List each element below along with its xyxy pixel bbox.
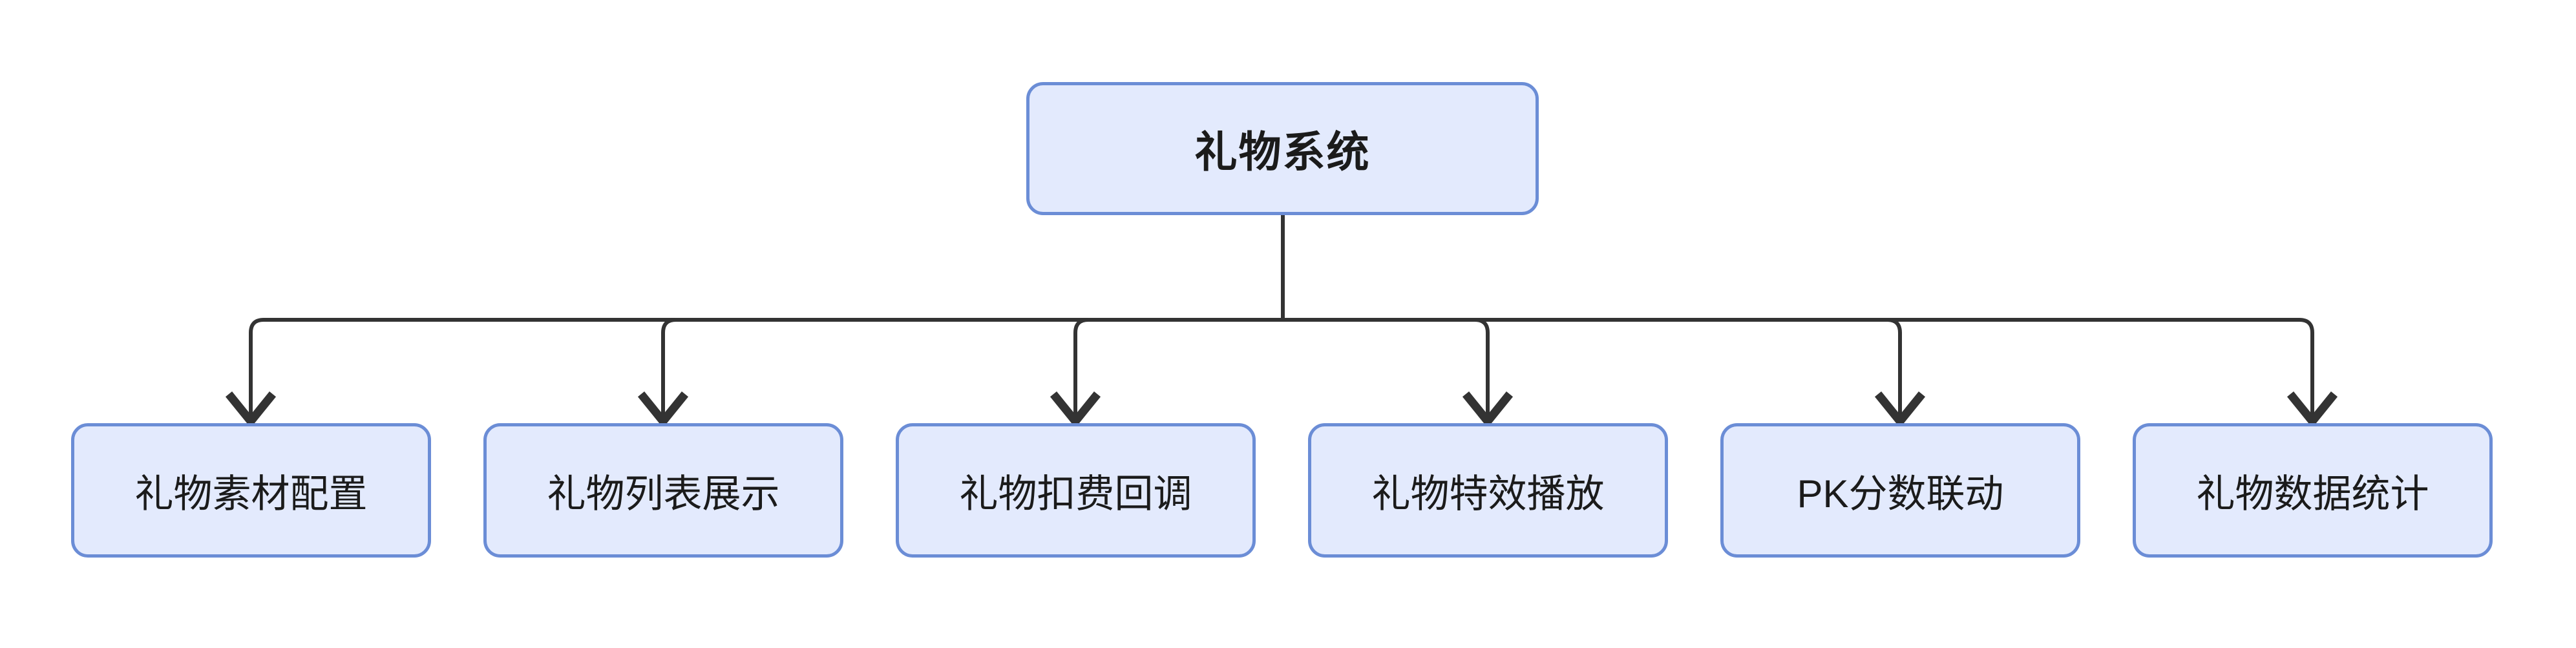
connector-edge-0 bbox=[249, 318, 1283, 421]
node-child-label: 礼物特效播放 bbox=[1371, 472, 1605, 516]
node-child-label: 礼物扣费回调 bbox=[959, 472, 1192, 516]
arrowhead-2 bbox=[1050, 391, 1101, 428]
connector-edge-1 bbox=[661, 318, 1283, 421]
connector-edge-2 bbox=[1073, 318, 1283, 421]
arrowhead-4 bbox=[1874, 391, 1926, 428]
node-root-label: 礼物系统 bbox=[1194, 128, 1371, 176]
arrowhead-3 bbox=[1462, 391, 1514, 428]
node-child-label: PK分数联动 bbox=[1797, 472, 2004, 516]
connector-edge-5 bbox=[1283, 318, 2314, 421]
node-child-label: 礼物列表展示 bbox=[547, 472, 780, 516]
node-child-label: 礼物数据统计 bbox=[2196, 472, 2429, 516]
connector-edge-3 bbox=[1283, 318, 1490, 421]
node-child-pk-score-linkage[interactable]: PK分数联动 bbox=[1720, 423, 2080, 558]
arrowhead-5 bbox=[2286, 391, 2338, 428]
node-child-gift-effect-playback[interactable]: 礼物特效播放 bbox=[1308, 423, 1668, 558]
node-child-label: 礼物素材配置 bbox=[134, 472, 368, 516]
node-child-gift-asset-config[interactable]: 礼物素材配置 bbox=[71, 423, 431, 558]
node-child-gift-list-display[interactable]: 礼物列表展示 bbox=[483, 423, 843, 558]
node-root[interactable]: 礼物系统 bbox=[1026, 82, 1539, 215]
arrowhead-0 bbox=[225, 391, 277, 428]
arrowhead-1 bbox=[637, 391, 689, 428]
node-child-gift-fee-callback[interactable]: 礼物扣费回调 bbox=[896, 423, 1256, 558]
connector-edge-4 bbox=[1283, 318, 1902, 421]
node-child-gift-data-statistics[interactable]: 礼物数据统计 bbox=[2133, 423, 2493, 558]
